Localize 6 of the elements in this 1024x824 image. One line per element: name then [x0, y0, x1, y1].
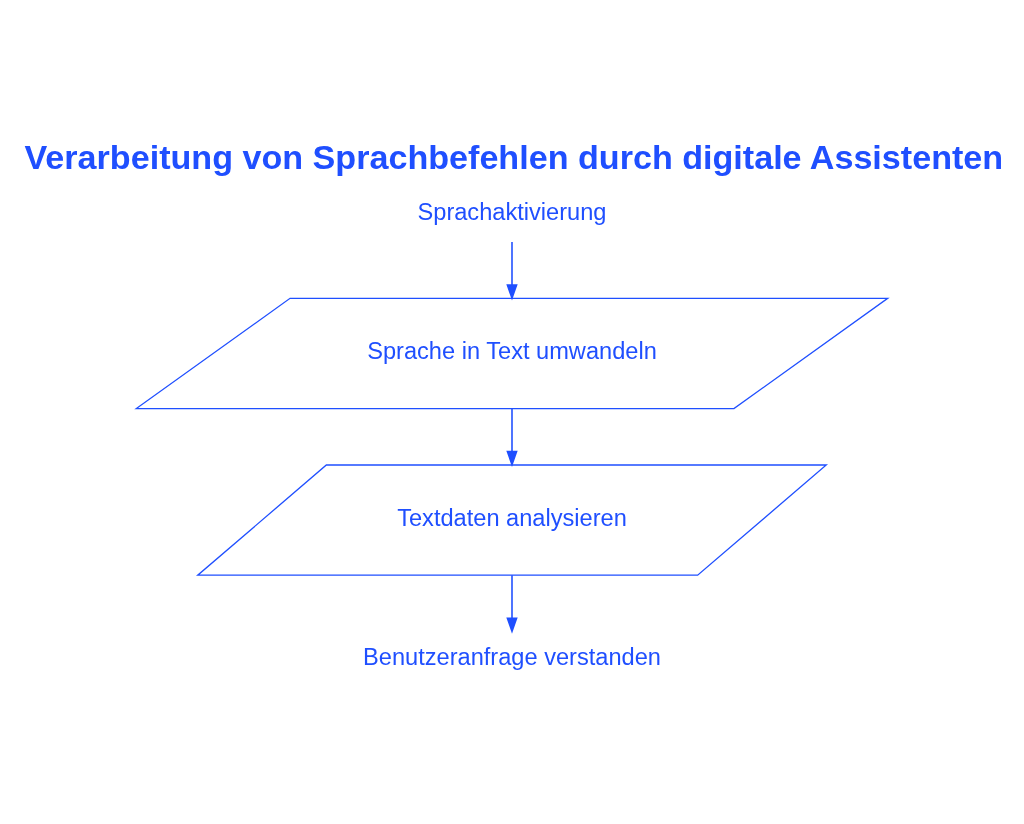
arrow	[506, 407, 518, 467]
node-text: Benutzeranfrage verstanden	[363, 643, 661, 670]
arrow	[506, 240, 518, 301]
arrow	[506, 574, 518, 634]
diagram-title: Verarbeitung von Sprachbefehlen durch digitale Assistenten	[24, 137, 1004, 176]
node-text: Sprachaktivierung	[417, 198, 607, 225]
